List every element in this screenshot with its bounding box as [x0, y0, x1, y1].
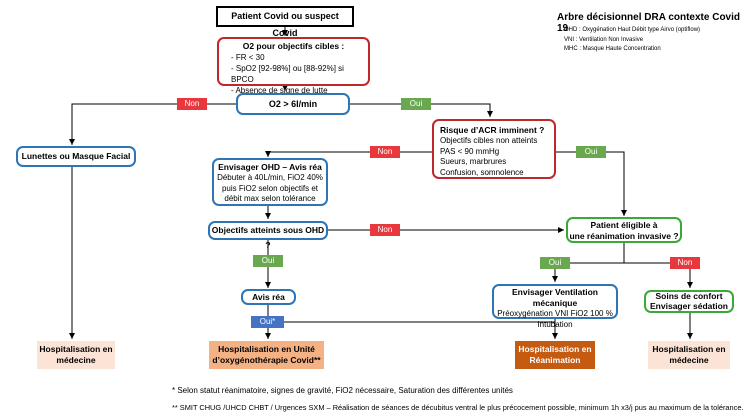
eligible-line: une réanimation invasive ?	[569, 230, 679, 241]
ohd-line: Débuter à 40L/min, FiO2 40%	[217, 173, 323, 182]
label-oui: Oui	[401, 98, 431, 110]
hosp-ohd: Hospitalisation en Unité d’oxygénothérap…	[209, 341, 324, 369]
arrow-acr-to-ohd	[265, 151, 432, 157]
soins-line: Soins de confort	[655, 291, 723, 301]
eligible-box: Patient éligible à une réanimation invas…	[566, 217, 682, 243]
ohd-line: puis FiO2 selon objectifs et	[221, 183, 319, 193]
soins-line: Envisager sédation	[650, 300, 728, 311]
acr-line: Objectifs cibles non atteints	[440, 136, 538, 145]
label-non: Non	[670, 257, 700, 269]
hosp-line: Hospitalisation en	[39, 344, 113, 354]
ohd-line: débit max selon tolérance	[224, 194, 316, 203]
o2-goal-item: Absence de signe de lutte	[231, 85, 364, 96]
footnote-star: * Selon statut réanimatoire, signes de g…	[172, 386, 513, 395]
hosp-line: médecine	[669, 355, 709, 365]
soins-box: Soins de confort Envisager sédation	[644, 290, 734, 313]
label-oui: Oui	[253, 255, 283, 267]
avis-rea-box: Avis réa	[241, 289, 296, 305]
acr-line: PAS < 90 mmHg	[440, 146, 500, 156]
ohd-box: Envisager OHD – Avis réa Débuter à 40L/m…	[212, 158, 328, 206]
o2-goal-item: SpO2 [92-98%] ou [88-92%] si BPCO	[231, 63, 364, 85]
o2-goals-title: O2 pour objectifs cibles :	[242, 41, 345, 51]
hosp-rea: Hospitalisation en Réanimation	[515, 341, 595, 369]
hosp-medecine-left: Hospitalisation en médecine	[37, 341, 115, 369]
ventilation-title: Envisager Ventilation mécanique	[512, 287, 598, 308]
label-oui: Oui	[540, 257, 570, 269]
eligible-line: Patient éligible à	[590, 220, 658, 230]
o2-threshold-box: O2 > 6l/min	[236, 93, 350, 115]
acr-line: Confusion, somnolence	[440, 167, 524, 177]
ventilation-line: Intubation	[537, 319, 573, 329]
hosp-line: d’oxygénothérapie Covid**	[212, 355, 321, 365]
hosp-line: Réanimation	[529, 355, 581, 365]
ventilation-box: Envisager Ventilation mécanique Préoxygé…	[492, 284, 618, 329]
lunettes-box: Lunettes ou Masque Facial	[16, 146, 136, 167]
hosp-line: Hospitalisation en	[518, 344, 592, 354]
o2-goal-item: FR < 30	[231, 52, 364, 63]
label-non: Non	[370, 146, 400, 158]
hosp-line: Hospitalisation en	[652, 344, 726, 354]
hosp-medecine-right: Hospitalisation en médecine	[648, 341, 730, 369]
label-oui-star: Oui*	[251, 316, 284, 328]
hosp-line: Hospitalisation en Unité	[218, 344, 315, 354]
acr-line: Sueurs, marbrures	[440, 157, 507, 166]
label-oui: Oui	[576, 146, 606, 158]
o2-goals-box: O2 pour objectifs cibles : FR < 30 SpO2 …	[217, 37, 370, 95]
legend-vni: VNI : Ventilation Non Invasive	[564, 37, 644, 43]
legend-ohd: OHD : Oxygénation Haut Débit type Airvo …	[564, 27, 701, 33]
start-box: Patient Covid ou suspect Covid	[216, 6, 354, 38]
objectifs-ohd-box: Objectifs atteints sous OHD ?	[208, 221, 328, 250]
footnote-double-star: ** SMIT CHUG /UHCD CHBT / Urgences SXM –…	[172, 403, 744, 412]
arrow-threshold-to-acr	[350, 103, 493, 117]
acr-title: Risque d’ACR imminent ?	[440, 125, 545, 135]
label-non: Non	[370, 224, 400, 236]
acr-box: Risque d’ACR imminent ? Objectifs cibles…	[432, 119, 556, 179]
legend-title: Arbre décisionnel DRA contexte Covid 19	[557, 12, 740, 34]
label-non: Non	[177, 98, 207, 110]
ventilation-line: Préoxygénation VNI FiO2 100 %	[497, 309, 613, 318]
hosp-line: médecine	[56, 355, 96, 365]
arrow-threshold-to-lunettes	[69, 103, 236, 145]
ohd-title: Envisager OHD – Avis réa	[218, 162, 322, 172]
legend-mhc: MHC : Masque Haute Concentration	[564, 46, 661, 52]
arrow-acr-to-eligible	[555, 151, 627, 216]
